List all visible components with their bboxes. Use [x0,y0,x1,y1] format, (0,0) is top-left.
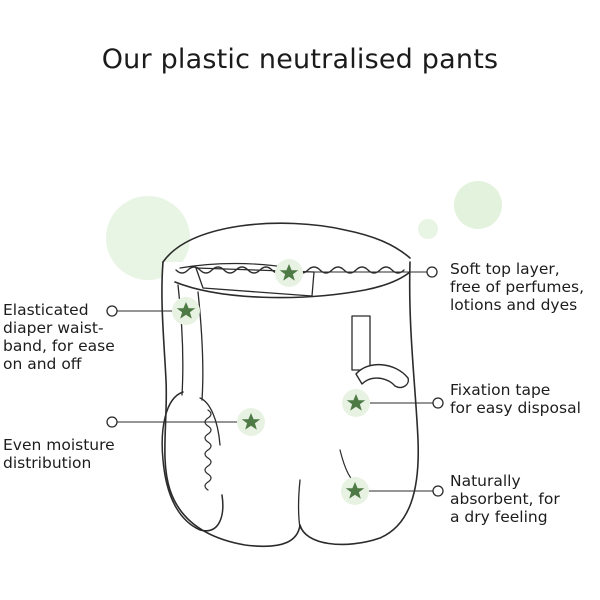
star-icon [342,389,370,417]
label-fixation-tape: Fixation tape for easy disposal [450,381,581,417]
diagram-title: Our plastic neutralised pants [101,44,499,75]
star-markers [172,259,370,505]
star-icon [172,297,200,325]
connector-dot-icon [426,266,438,278]
connector-dot-icon [432,485,444,497]
decor-bubble-right-small [418,219,438,239]
decor-bubble-left [106,196,190,280]
label-top-layer: Soft top layer, free of perfumes, lotion… [450,260,585,314]
connector-dot-icon [106,416,118,428]
label-absorbent: Naturally absorbent, for a dry feeling [450,472,560,526]
connector-dots [106,266,444,497]
star-icon [341,477,369,505]
star-icon [237,408,265,436]
decor-bubble-right-large [454,181,502,229]
connector-dot-icon [432,397,444,409]
label-waistband: Elasticated diaper waist- band, for ease… [3,301,115,373]
connector-dot-icon [106,305,118,317]
connector-lines [117,271,433,492]
label-moisture: Even moisture distribution [3,436,115,472]
star-icon [275,259,303,287]
